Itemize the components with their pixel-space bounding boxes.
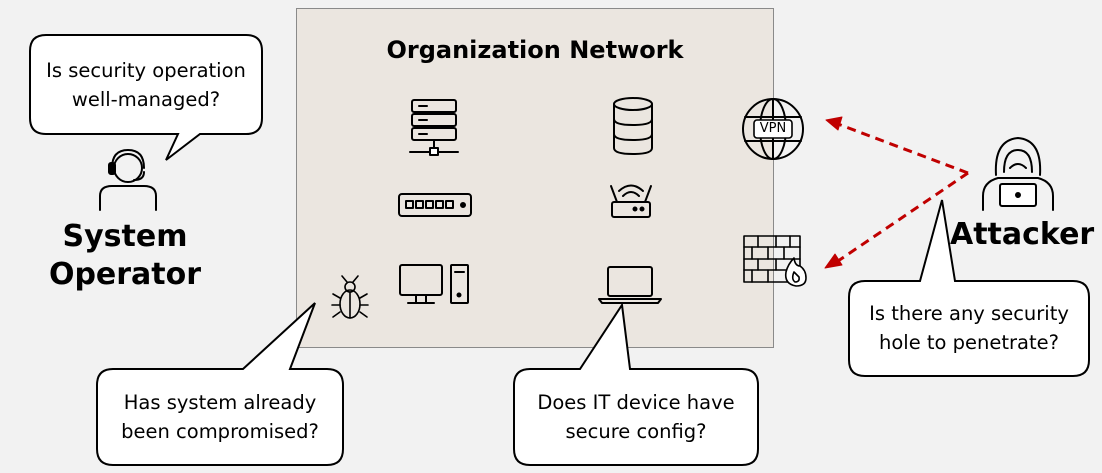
attacker-question: Is there any security hole to penetrate? [852, 299, 1086, 357]
arrow-to-firewall [837, 171, 969, 263]
desktop-computer-icon [399, 264, 469, 304]
attacker-speech-bubble [848, 199, 1090, 377]
hooded-attacker-icon [982, 137, 1054, 211]
organization-network-box [296, 8, 774, 348]
compromise-question-line2: been compromised? [121, 420, 319, 443]
bug-icon [331, 275, 369, 319]
arrow-head-vpn [825, 116, 843, 131]
vpn-globe-icon [742, 98, 804, 160]
operator-question: Is security operation well-managed? [36, 56, 256, 114]
operator-label: System Operator [40, 218, 210, 294]
operator-speech-bubble [29, 34, 263, 161]
attacker-question-line1: Is there any security [869, 302, 1069, 325]
operator-label-line2: Operator [48, 257, 202, 292]
attacker-label: Attacker [950, 217, 1095, 252]
compromise-speech-bubble [96, 302, 344, 466]
compromise-question-line1: Has system already [123, 391, 317, 414]
network-title: Organization Network [386, 36, 684, 64]
wifi-router-icon [610, 184, 652, 218]
network-switch-icon [398, 193, 472, 217]
config-question-line2: secure config? [565, 420, 707, 443]
attack-arrows [837, 122, 969, 263]
attacker-question-line2: hole to penetrate? [878, 331, 1059, 354]
arrow-to-vpn [837, 122, 969, 175]
database-icon [613, 97, 653, 155]
config-question: Does IT device have secure config? [517, 388, 755, 446]
operator-question-line2: well-managed? [71, 88, 221, 111]
operator-question-line1: Is security operation [46, 59, 246, 82]
config-question-line1: Does IT device have [537, 391, 735, 414]
operator-label-line1: System [62, 219, 188, 254]
config-speech-bubble [513, 302, 759, 466]
laptop-icon [598, 266, 662, 304]
compromise-question: Has system already been compromised? [100, 388, 340, 446]
server-rack-icon [409, 99, 459, 156]
vpn-label: VPN [759, 121, 787, 136]
firewall-icon [743, 235, 807, 287]
operator-headset-icon [99, 149, 157, 211]
arrow-head-firewall [824, 253, 843, 269]
